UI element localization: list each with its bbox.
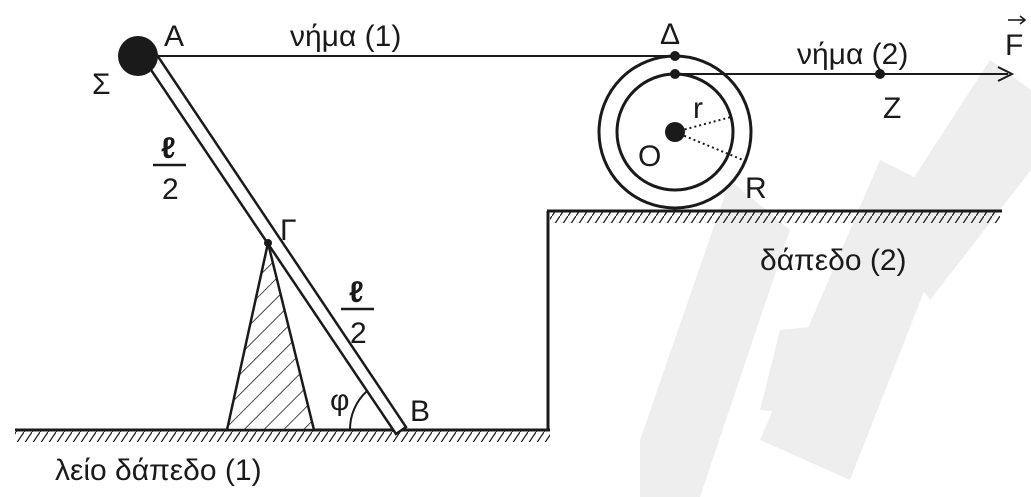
label-half-l-lower-num: ℓ xyxy=(349,276,364,309)
label-r-big: R xyxy=(745,172,767,205)
force-vector-mark xyxy=(1008,15,1027,25)
label-delta: Δ xyxy=(660,18,680,51)
label-floor-2: δάπεδο (2) xyxy=(760,244,907,277)
label-b: B xyxy=(410,395,430,428)
label-string-2: νήμα (2) xyxy=(797,38,908,71)
label-string-1: νήμα (1) xyxy=(290,20,401,53)
label-half-l-upper-den: 2 xyxy=(162,173,179,206)
label-z: Z xyxy=(883,92,901,125)
label-a: A xyxy=(164,20,184,53)
label-floor-1: λείο δάπεδο (1) xyxy=(55,454,262,487)
floor-1 xyxy=(15,428,550,442)
label-sigma: Σ xyxy=(92,68,111,101)
string-2 xyxy=(675,66,1015,82)
label-gamma: Γ xyxy=(280,214,297,247)
wedge-support xyxy=(225,242,316,432)
label-r-small: r xyxy=(693,92,703,125)
label-force: F xyxy=(1005,29,1023,62)
label-half-l-upper-num: ℓ xyxy=(161,132,176,165)
watermark xyxy=(640,60,1031,497)
floor-2 xyxy=(547,209,1002,223)
angle-arc xyxy=(348,390,368,431)
sphere-sigma xyxy=(118,36,158,76)
pivot-gamma xyxy=(264,239,272,247)
label-o: O xyxy=(638,140,661,173)
label-phi: φ xyxy=(330,384,349,417)
label-half-l-lower-den: 2 xyxy=(350,317,367,350)
